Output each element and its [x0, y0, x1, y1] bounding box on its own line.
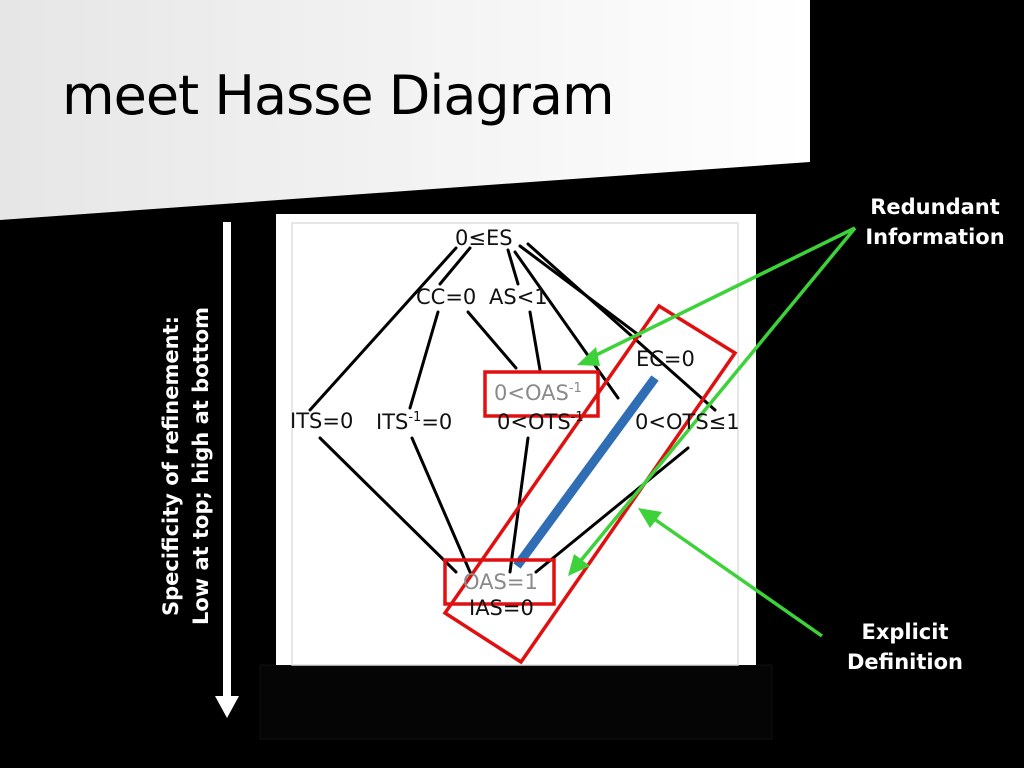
slide-title: meet Hasse Diagram — [62, 64, 615, 127]
diagram-shadow — [259, 664, 773, 740]
node-oas-base: 0<OAS — [494, 381, 569, 405]
diagram-border — [291, 222, 739, 666]
direction-arrow — [215, 222, 239, 718]
axis-label-line1: Specificity of refinement: — [159, 315, 183, 617]
callout-explicit-line2: Definition — [846, 650, 963, 674]
node-ots-sup: -1 — [570, 410, 584, 425]
node-oas-inverse: 0<OAS-1 — [494, 381, 582, 405]
axis-label-line2: Low at top; high at bottom — [189, 306, 213, 626]
node-oas1: OAS=1 — [463, 570, 538, 594]
redundant-information-callout: Redundant Information — [850, 192, 1020, 252]
node-cc: CC=0 — [416, 285, 477, 309]
callout-redundant-line2: Information — [865, 225, 1005, 249]
node-as: AS<1 — [489, 285, 548, 309]
node-its: ITS=0 — [290, 409, 354, 433]
explicit-definition-line — [513, 375, 659, 569]
callout-redundant-line1: Redundant — [870, 195, 1000, 219]
node-its-inverse-sup: -1 — [408, 410, 422, 425]
node-oas-sup: -1 — [568, 381, 582, 396]
node-es: 0≤ES — [455, 226, 513, 250]
callout-arrows — [568, 226, 857, 638]
node-its-inverse-base: ITS — [376, 410, 409, 434]
node-ots-base: 0<OTS — [497, 410, 571, 434]
callout-explicit-line1: Explicit — [861, 620, 949, 644]
specificity-axis-label: Specificity of refinement: Low at top; h… — [156, 266, 216, 666]
redundant-box-oas1 — [443, 558, 556, 606]
node-ots-inverse: 0<OTS-1 — [497, 410, 584, 434]
node-ots-range: 0<OTS≤1 — [635, 410, 740, 434]
node-its-inverse: ITS-1=0 — [376, 410, 452, 434]
node-its-inverse-rest: =0 — [421, 410, 453, 434]
node-ec: EC=0 — [636, 347, 695, 371]
node-ias: IAS=0 — [469, 596, 534, 620]
explicit-definition-box — [442, 303, 738, 665]
title-band — [0, 0, 810, 220]
explicit-definition-callout: Explicit Definition — [820, 617, 990, 677]
